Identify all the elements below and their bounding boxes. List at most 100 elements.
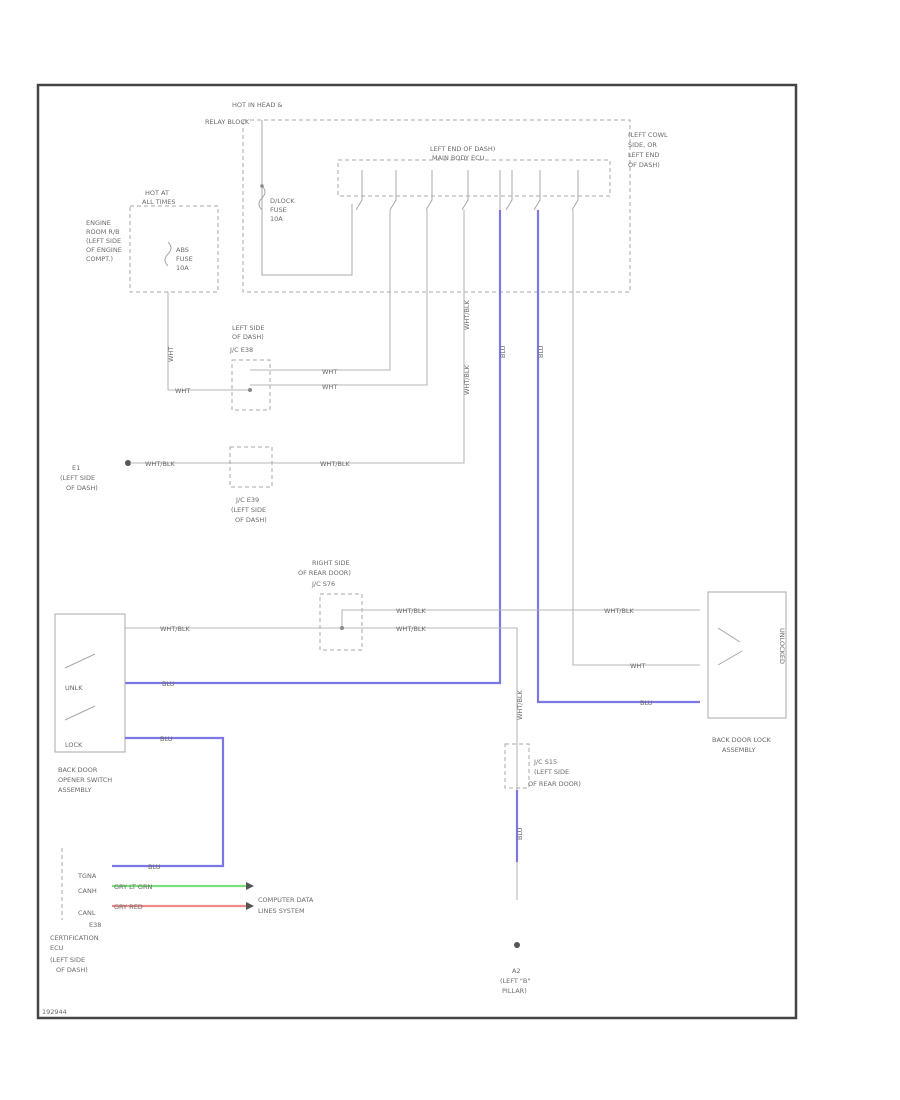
jc-e39-label-3: OF DASH)	[235, 516, 267, 524]
blue-wire-lock	[112, 736, 225, 868]
wht-blk-vert-1: WHT/BLK	[463, 299, 471, 330]
diagram-code: 192944	[42, 1008, 67, 1016]
unlk-label: UNLK	[65, 684, 83, 692]
rear-door-label-3: J/C S76	[311, 580, 335, 588]
blu-label-4: BLU	[160, 735, 173, 743]
blu-vert-2: BLU	[537, 345, 545, 358]
cert-pin-2: CANH	[78, 887, 97, 895]
door-fuse-label-2: FUSE	[270, 206, 287, 214]
arrow-icon-2	[246, 902, 254, 910]
abs-fuse-label-1: ABS	[176, 246, 189, 254]
left-cowl-label-1: (LEFT COWL	[628, 131, 668, 139]
door-fuse-label-3: 10A	[270, 215, 283, 223]
main-body-ecu-box	[337, 159, 611, 197]
opener-label-1: BACK DOOR	[58, 766, 98, 774]
cert-pin-1: TGNA	[77, 872, 97, 880]
left-side-dash-label-1: LEFT SIDE	[232, 324, 265, 332]
ground-a2-label-2: (LEFT "B"	[500, 977, 530, 985]
ground-a2-label-1: A2	[512, 967, 521, 975]
data-lines-label-2: LINES SYSTEM	[258, 907, 305, 915]
relay-block-label-1: HOT IN HEAD &	[232, 101, 282, 109]
engine-room-label-4: OF ENGINE	[86, 246, 122, 254]
left-cowl-label-2: SIDE, OR	[628, 141, 657, 149]
blu-vert-label: BLU	[516, 827, 524, 840]
relay-block-label-2: RELAY BLOCK	[205, 118, 250, 126]
cert-label-1: E38	[89, 921, 101, 929]
left-side-dash-label-3: J/C E38	[229, 346, 253, 354]
blu-vert-1: BLU	[499, 345, 507, 358]
wht-vert-label: WHT	[167, 347, 175, 362]
engine-room-label-2: ROOM R/B	[86, 228, 120, 236]
wht-label-2: WHT	[322, 383, 337, 391]
arrow-icon-1	[246, 882, 254, 890]
engine-room-label-1: ENGINE	[86, 219, 111, 227]
cert-label-5: OF DASH)	[56, 966, 88, 974]
unlocked-vertical-label: UNLOCKED	[778, 628, 786, 664]
relay-block-box	[242, 119, 631, 293]
opener-switch-box	[54, 613, 126, 753]
opener-label-3: ASSEMBLY	[58, 786, 92, 794]
abs-fuse-icon	[164, 241, 172, 267]
ground-e1-label-1: E1	[72, 464, 80, 472]
main-body-ecu-pins	[355, 170, 579, 211]
left-side-dash-label-2: OF DASH)	[232, 333, 264, 341]
left-end-dash-label-1: LEFT END OF DASH)	[430, 145, 495, 153]
diagram-frame	[36, 83, 798, 1020]
cert-label-2: CERTIFICATION	[50, 934, 99, 942]
blu-label-3: BLU	[162, 680, 175, 688]
ground-e1-label-3: OF DASH)	[66, 484, 98, 492]
wht-blk-label-7: WHT/BLK	[604, 607, 635, 615]
rear-door-label-2: OF REAR DOOR)	[298, 569, 351, 577]
left-cowl-label-3: LEFT END	[628, 151, 659, 159]
cert-label-3: ECU	[50, 944, 64, 952]
lock-label: LOCK	[65, 741, 83, 749]
ground-e1-label-2: (LEFT SIDE	[60, 474, 95, 482]
jc-e39-label-2: (LEFT SIDE	[231, 506, 266, 514]
engine-room-rb-box	[129, 205, 219, 293]
engine-room-label-3: (LEFT SIDE	[86, 237, 121, 245]
lock-assembly-box	[707, 591, 787, 719]
wht-label-left: WHT	[175, 387, 190, 395]
jc-s76-box	[319, 593, 363, 651]
engine-room-label-5: COMPT.)	[86, 255, 113, 263]
cert-pin-3: CANL	[78, 909, 96, 917]
jc-e39-box	[229, 446, 273, 488]
lock-assembly-label-1: BACK DOOR LOCK	[712, 736, 772, 744]
ground-e1-icon	[125, 460, 131, 466]
left-end-dash-label-2: MAIN BODY ECU	[432, 154, 485, 162]
jc-e39-label-1: J/C E39	[235, 496, 259, 504]
jc-s15-label-2: (LEFT SIDE	[534, 768, 569, 776]
ground-a2-label-3: PILLAR)	[502, 987, 527, 995]
grn-label: GRY LT GRN	[114, 883, 152, 891]
blu-lock-label: BLU	[640, 699, 653, 707]
jc-s15-label-1: J/C S15	[533, 758, 557, 766]
ground-a2-icon	[514, 942, 520, 948]
wht-blk-vert-label: WHT/BLK	[516, 689, 524, 720]
wht-blk-label-4: WHT/BLK	[320, 460, 351, 468]
jc-e38-box	[231, 359, 271, 411]
wht-lock-label: WHT	[630, 662, 645, 670]
red-label: GRY RED	[114, 903, 143, 911]
jc-s15-label-3: OF REAR DOOR)	[528, 780, 581, 788]
wht-blk-label-5: WHT/BLK	[160, 625, 191, 633]
wht-blk-label-8: WHT/BLK	[396, 625, 427, 633]
opener-label-2: OPENER SWITCH	[58, 776, 112, 784]
hot-at-label-1: HOT AT	[145, 189, 169, 197]
blu-cert-label: BLU	[148, 863, 161, 871]
wht-blk-label-3: WHT/BLK	[145, 460, 176, 468]
hot-at-label-2: ALL TIMES	[142, 198, 175, 206]
blue-wire-lock-motor	[536, 210, 700, 704]
jc-s15-box	[504, 743, 530, 789]
lock-assembly-label-2: ASSEMBLY	[722, 746, 756, 754]
data-lines-label-1: COMPUTER DATA	[258, 896, 314, 904]
abs-fuse-label-2: FUSE	[176, 255, 193, 263]
wht-label-1: WHT	[322, 368, 337, 376]
cert-label-4: (LEFT SIDE	[50, 956, 85, 964]
wht-blk-label-6: WHT/BLK	[396, 607, 427, 615]
wht-blk-vert-2: WHT/BLK	[463, 364, 471, 395]
rear-door-label-1: RIGHT SIDE	[312, 559, 350, 567]
left-cowl-label-4: OF DASH)	[628, 161, 660, 169]
abs-fuse-label-3: 10A	[176, 264, 189, 272]
door-fuse-label-1: D/LOCK	[270, 197, 295, 205]
